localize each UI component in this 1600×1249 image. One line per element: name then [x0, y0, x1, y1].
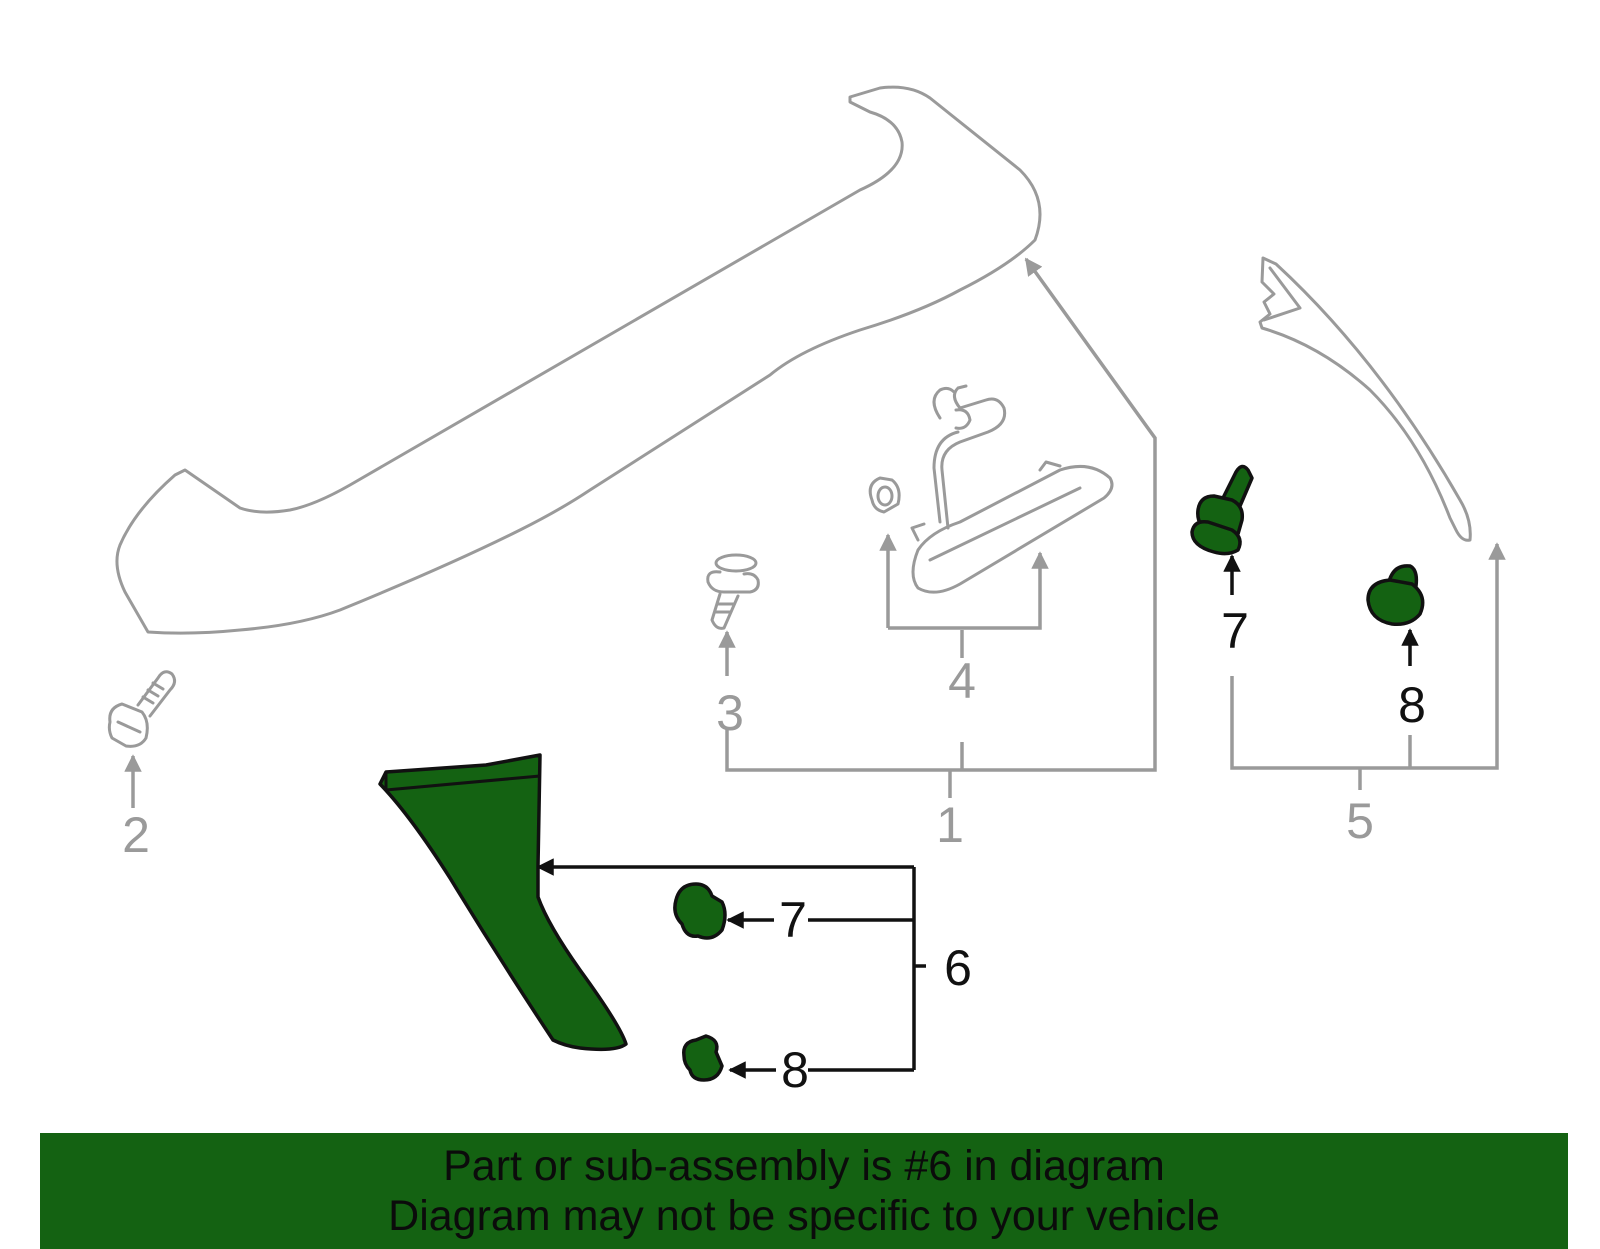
trim-strip-part-5 [1258, 256, 1472, 542]
callout-4: 4 [948, 653, 976, 709]
callout-3: 3 [716, 685, 744, 741]
disclaimer-banner: Part or sub-assembly is #6 in diagram Di… [40, 1133, 1568, 1249]
stop-lamp-part-4 [868, 384, 1114, 594]
callout-1: 1 [936, 797, 964, 853]
banner-line-2: Diagram may not be specific to your vehi… [388, 1192, 1220, 1240]
callout-5: 5 [1346, 793, 1374, 849]
callout-8-top: 8 [1398, 677, 1426, 733]
clip-part-8-top [1366, 564, 1425, 627]
clip-part-7-top [1190, 464, 1254, 556]
clip-part-7-bottom [673, 882, 727, 940]
push-clip-part-3 [706, 553, 760, 630]
pillar-trim-part-6[interactable] [378, 753, 628, 1052]
leaders-black [536, 554, 1419, 1079]
callout-6: 6 [944, 940, 972, 996]
leaders-gray [124, 257, 1506, 808]
callout-8-bottom: 8 [781, 1042, 809, 1098]
screw-part-2 [107, 670, 177, 748]
callout-2: 2 [122, 807, 150, 863]
clip-part-8-bottom [682, 1034, 724, 1082]
spoiler-assembly-outline [115, 85, 1042, 635]
callout-7-bottom: 7 [779, 892, 807, 948]
banner-line-1: Part or sub-assembly is #6 in diagram [443, 1142, 1165, 1190]
callout-7-top: 7 [1221, 603, 1249, 659]
